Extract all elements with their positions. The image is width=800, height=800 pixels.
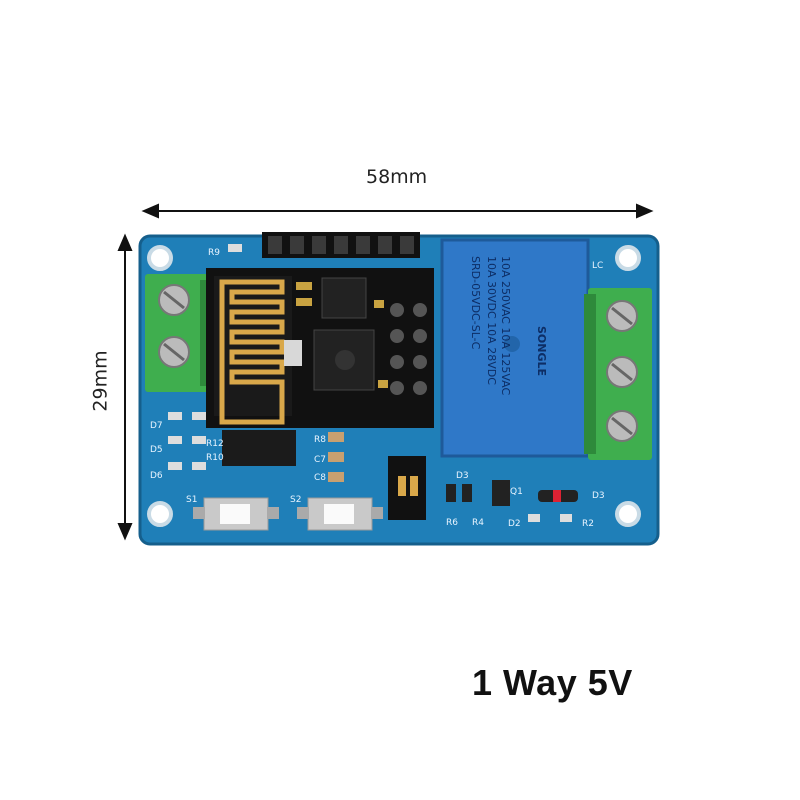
- height-dimension-arrow: [117, 233, 133, 541]
- right-terminal-block: [584, 288, 652, 460]
- label-d3-left: D3: [456, 471, 469, 481]
- label-c8: C8: [314, 473, 326, 483]
- jumper: [388, 456, 426, 520]
- mounting-holes: [147, 245, 641, 527]
- button-s1: [193, 497, 279, 531]
- left-terminal-block: [145, 274, 214, 392]
- label-r6: R6: [446, 518, 458, 528]
- label-d2: D2: [508, 519, 521, 529]
- ic-chip: [222, 430, 296, 466]
- width-dimension-arrow: [141, 203, 654, 219]
- relay-rating-1: 10A 250VAC 10A 125VAC: [499, 256, 512, 396]
- label-s1: S1: [186, 495, 197, 505]
- label-c7: C7: [314, 455, 326, 465]
- label-d7: D7: [150, 421, 163, 431]
- pcb-antenna: [219, 279, 285, 425]
- label-r8: R8: [314, 435, 326, 445]
- label-d3-right: D3: [592, 491, 605, 501]
- wifi-module: [206, 268, 434, 428]
- label-r2: R2: [582, 519, 594, 529]
- smd-components: [168, 244, 578, 522]
- label-r4: R4: [472, 518, 484, 528]
- module-header: [390, 303, 427, 395]
- label-r10: R10: [206, 453, 224, 463]
- label-s2: S2: [290, 495, 301, 505]
- button-s2: [297, 497, 383, 531]
- width-dimension-label: 58mm: [366, 166, 428, 188]
- label-r12: R12: [206, 439, 224, 449]
- label-lc: LC: [592, 261, 603, 271]
- relay-brand: SONGLE: [535, 326, 548, 376]
- label-d6: D6: [150, 471, 163, 481]
- pin-header: [262, 232, 420, 258]
- relay: 10A 250VAC 10A 125VAC 10A 30VDC 10A 28VD…: [440, 238, 590, 458]
- label-d5: D5: [150, 445, 163, 455]
- label-r9: R9: [208, 248, 220, 258]
- label-q1: Q1: [510, 487, 523, 497]
- product-caption: 1 Way 5V: [472, 662, 633, 703]
- relay-rating-2: 10A 30VDC 10A 28VDC: [485, 256, 498, 385]
- relay-model: SRD-05VDC-SL-C: [469, 256, 482, 350]
- height-dimension-label: 29mm: [89, 350, 112, 412]
